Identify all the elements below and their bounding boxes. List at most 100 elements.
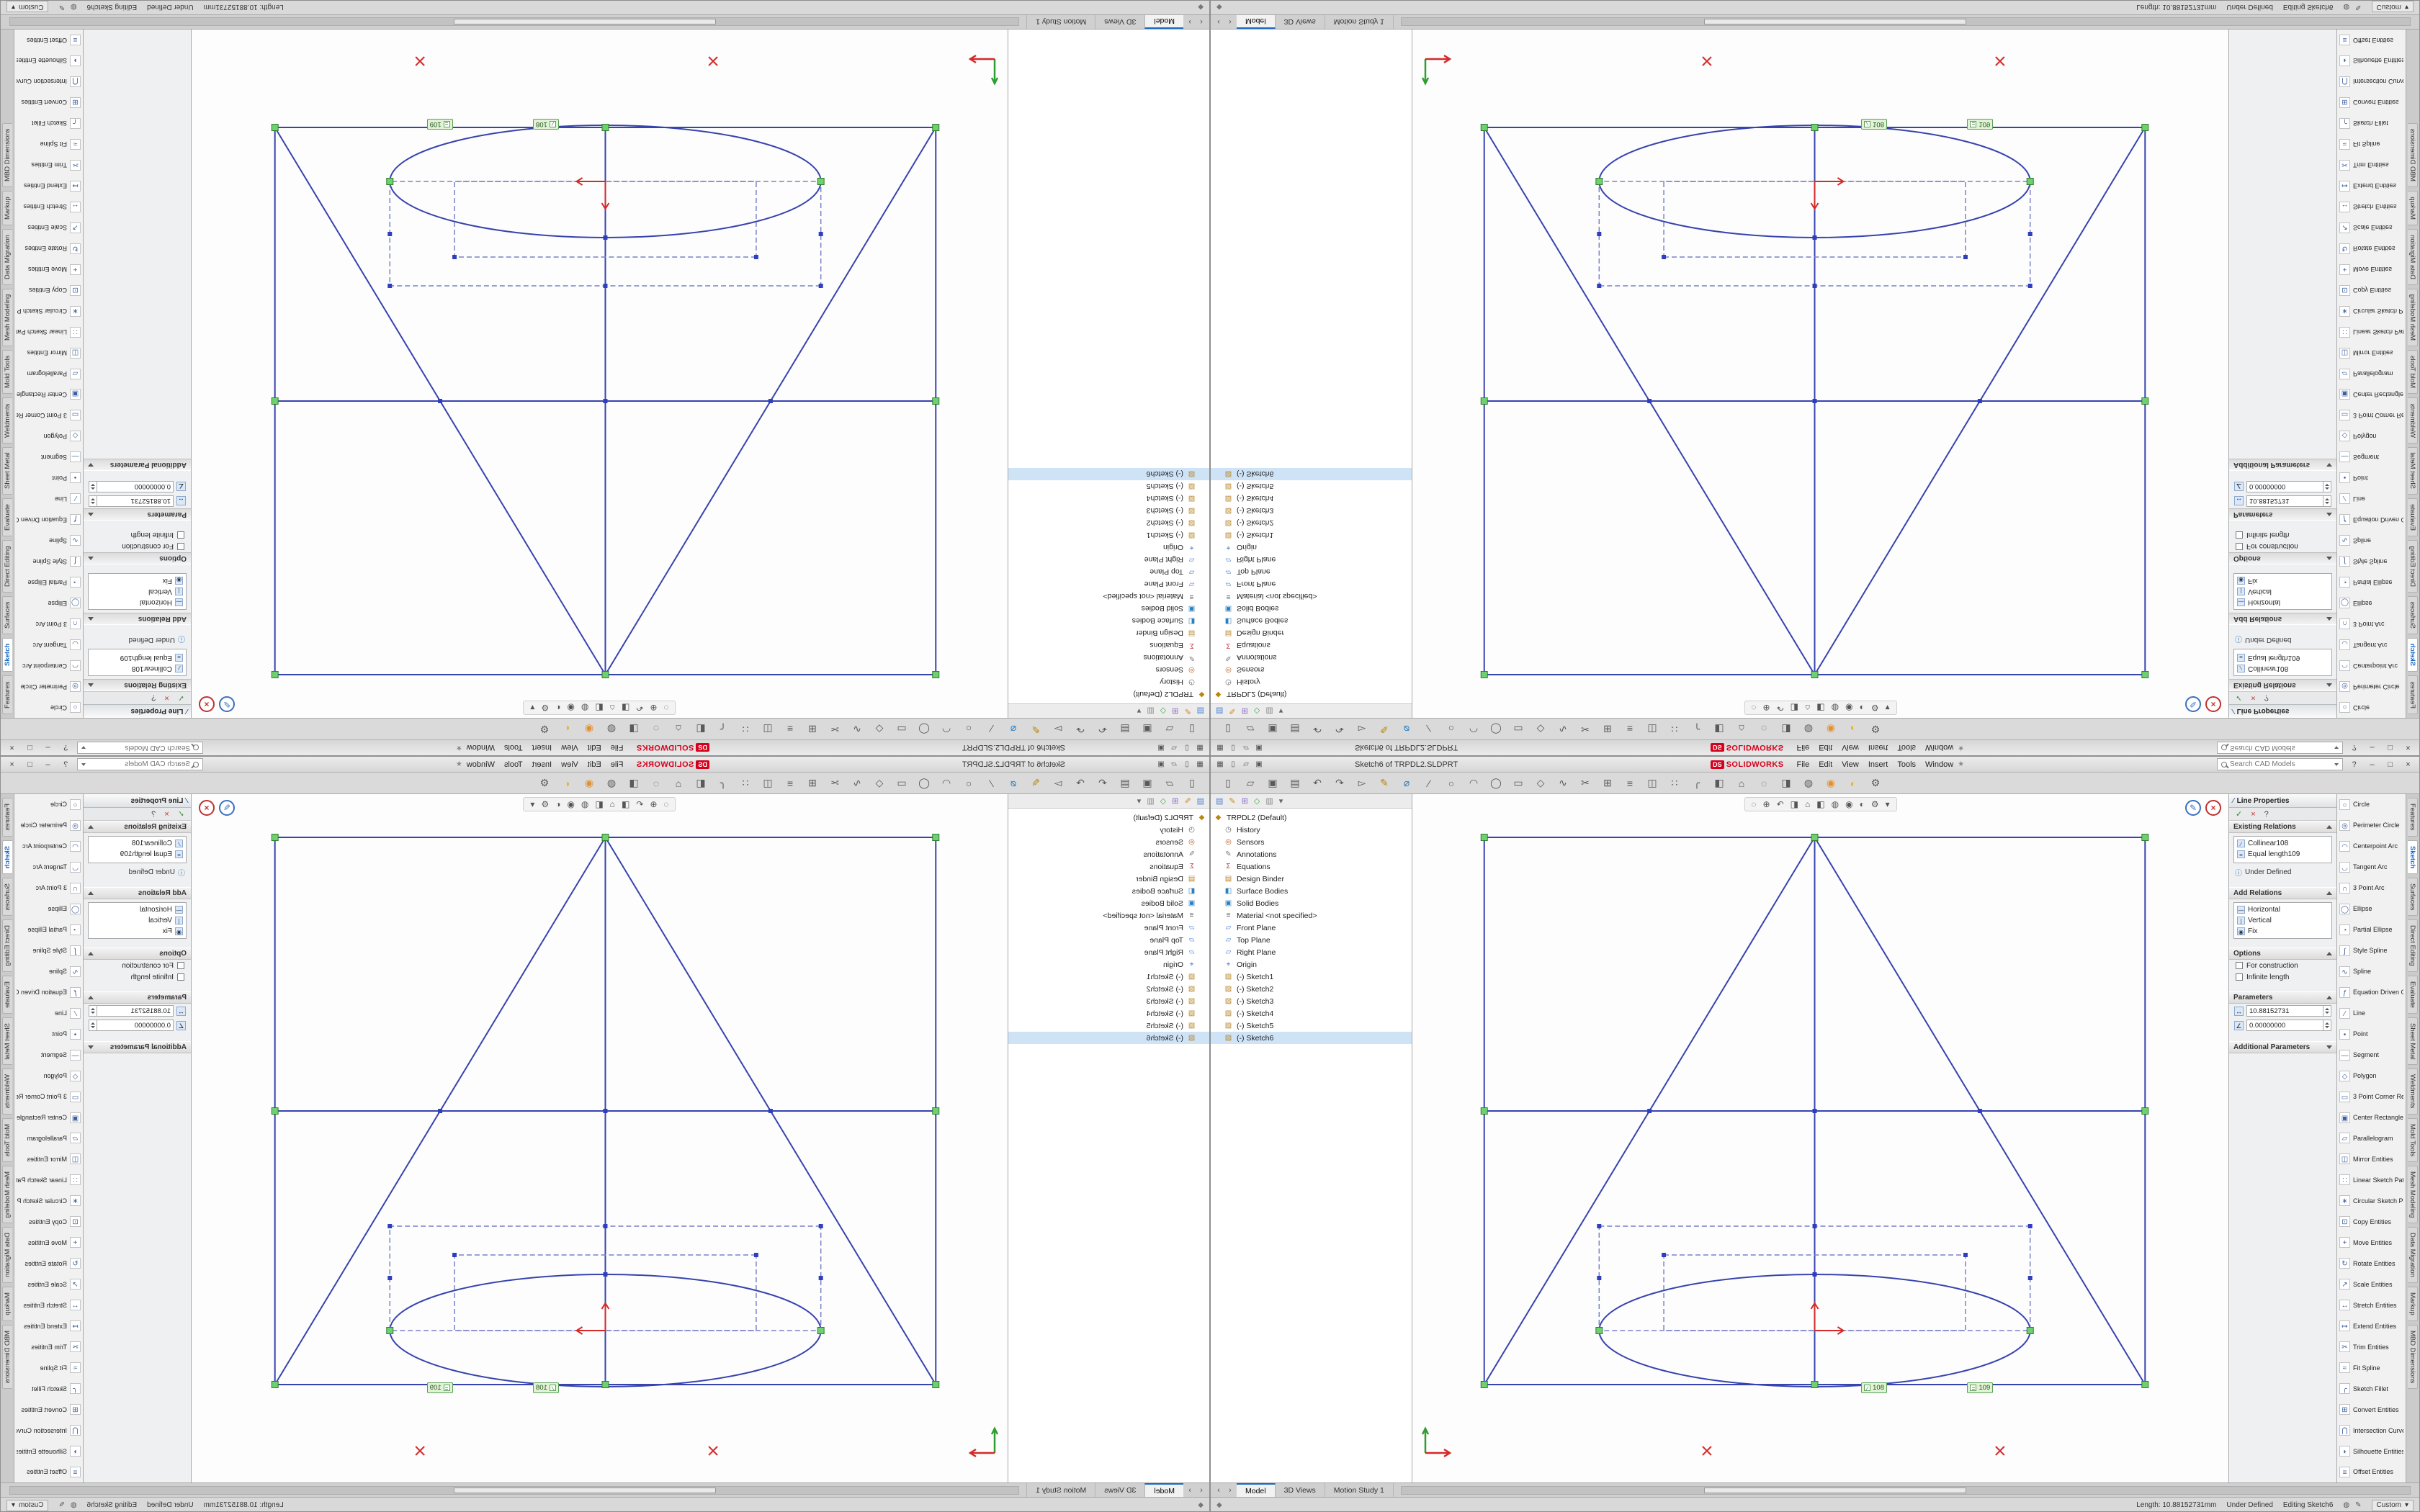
relation-badge[interactable]: ∕ 108 <box>1861 118 1887 130</box>
tab-scroll-left-icon[interactable]: ‹ <box>1200 17 1203 27</box>
command-tab[interactable]: Mesh Modeling <box>2 1165 12 1224</box>
tool-polygon[interactable]: ◇ Polygon <box>14 426 83 446</box>
command-tab[interactable]: Surfaces <box>2408 877 2418 917</box>
relation-entry[interactable]: = Equal length109 <box>2235 652 2331 663</box>
parameter-input[interactable]: 10.88152731 <box>2246 1005 2331 1017</box>
spinner-up-icon[interactable] <box>91 487 95 490</box>
tree-item[interactable]: ▨ (-) Sketch4 <box>1008 1007 1209 1020</box>
cancel-icon[interactable]: × <box>164 809 169 819</box>
document-tab[interactable]: Model <box>1237 15 1276 29</box>
tool-trim-entities[interactable]: ✂ Trim Entities <box>14 1336 83 1357</box>
tree-item[interactable]: ◷ History <box>1008 676 1209 688</box>
undo-icon[interactable]: ↶ <box>1313 777 1322 788</box>
tree-root-part[interactable]: ◆ TRPDL2 (Default) <box>1008 688 1209 701</box>
spinner-control[interactable] <box>89 1020 97 1030</box>
configuration-manager-tab-icon[interactable]: ⊞ <box>1241 797 1248 806</box>
tool-3-point-corner-rectangle[interactable]: ▭ 3 Point Corner Recta... <box>14 1086 83 1107</box>
smart-dimension-icon[interactable]: ⌀ <box>1010 777 1017 788</box>
command-tab[interactable]: Direct Editing <box>2 919 12 972</box>
tool-circle[interactable]: ○ Circle <box>2337 697 2406 718</box>
search-input[interactable] <box>2230 744 2332 752</box>
select-icon[interactable]: ▻ <box>1054 777 1062 788</box>
tool-style-spline[interactable]: ∫ Style Spline <box>2337 940 2406 961</box>
add-relation-item[interactable]: ◉ Fix <box>2235 926 2331 937</box>
tool-line[interactable]: ∕ Line <box>2337 488 2406 509</box>
command-tab[interactable]: Data Migration <box>2 228 12 285</box>
tool-intersection-curve[interactable]: ⋂ Intersection Curve <box>2337 1420 2406 1441</box>
tool-tangent-arc[interactable]: ◡ Tangent Arc <box>2337 634 2406 655</box>
pin-menu-icon[interactable]: ★ <box>1958 744 1965 752</box>
command-tab[interactable]: Markup <box>2 191 12 225</box>
ok-icon[interactable]: ✓ <box>2236 693 2243 702</box>
tool-move-entities[interactable]: + Move Entities <box>14 259 83 280</box>
command-tab[interactable]: Mold Tools <box>2408 350 2418 395</box>
tree-item[interactable]: ▣ Solid Bodies <box>1211 603 1412 615</box>
tool-sketch-fillet[interactable]: ╭ Sketch Fillet <box>14 1378 83 1399</box>
tool-style-spline[interactable]: ∫ Style Spline <box>2337 551 2406 572</box>
spinner-up-icon[interactable] <box>91 1007 95 1010</box>
rectangle-icon[interactable]: ▭ <box>897 724 907 735</box>
section-additional-parameters[interactable]: Additional Parameters <box>84 1041 191 1053</box>
section-view-icon[interactable]: ◨ <box>622 799 630 809</box>
relation-badge[interactable]: ∕ 108 <box>1861 1382 1887 1394</box>
app-menu-icon[interactable]: ▦ <box>1196 760 1204 768</box>
tool-extend-entities[interactable]: ↦ Extend Entities <box>2337 176 2406 197</box>
tool-trim-entities[interactable]: ✂ Trim Entities <box>2337 155 2406 176</box>
open-document-icon[interactable]: ▱ <box>1243 744 1249 752</box>
tool-partial-ellipse[interactable]: ◔ Partial Ellipse <box>2337 572 2406 593</box>
tree-item[interactable]: ⌖ Origin <box>1008 958 1209 971</box>
tab-scroll-right-icon[interactable]: › <box>1229 17 1232 27</box>
tree-root-part[interactable]: ◆ TRPDL2 (Default) <box>1211 811 1412 824</box>
spinner-control[interactable] <box>2323 496 2331 506</box>
configuration-manager-tab-icon[interactable]: ⊞ <box>1241 706 1248 715</box>
save-icon[interactable]: ▣ <box>1255 760 1263 768</box>
menu-item[interactable]: Edit <box>1819 760 1833 769</box>
parameter-input[interactable]: 0.00000000 <box>89 481 174 492</box>
tool-silhouette-entities[interactable]: ◗ Silhouette Entities <box>14 50 83 71</box>
display-manager-tab-icon[interactable]: ▥ <box>1265 706 1273 715</box>
section-view-icon[interactable]: ◨ <box>622 703 630 713</box>
new-document-icon[interactable]: ▯ <box>1189 777 1195 788</box>
display-manager-tab-icon[interactable]: ▥ <box>1265 797 1273 806</box>
section-options[interactable]: Options <box>84 948 191 960</box>
tool-fit-spline[interactable]: ≈ Fit Spline <box>2337 134 2406 155</box>
print-icon[interactable]: ▤ <box>1290 724 1300 735</box>
command-tab[interactable]: Data Migration <box>2 1227 12 1284</box>
mirror-entities-icon[interactable]: ◫ <box>1647 777 1657 788</box>
search-input[interactable] <box>88 744 190 752</box>
tool-fit-spline[interactable]: ≈ Fit Spline <box>14 134 83 155</box>
new-document-icon[interactable]: ▯ <box>1225 777 1231 788</box>
parameter-input[interactable]: 0.00000000 <box>2246 481 2331 492</box>
tool-move-entities[interactable]: + Move Entities <box>2337 259 2406 280</box>
new-document-icon[interactable]: ▯ <box>1189 724 1195 735</box>
tool-linear-sketch-pattern[interactable]: ∷ Linear Sketch Pattern <box>14 322 83 343</box>
options-icon[interactable]: ⚙ <box>1870 777 1881 788</box>
view-orientation-icon[interactable]: ⌂ <box>675 777 682 789</box>
relation-badge[interactable]: = 109 <box>1967 118 1994 130</box>
tool-polygon[interactable]: ◇ Polygon <box>2337 426 2406 446</box>
help-icon[interactable]: ? <box>2264 809 2269 819</box>
app-menu-icon[interactable]: ▦ <box>1216 744 1224 752</box>
tool-scale-entities[interactable]: ↗ Scale Entities <box>2337 1274 2406 1295</box>
tree-item[interactable]: ▱ Right Plane <box>1211 554 1412 566</box>
open-document-icon[interactable]: ▱ <box>1165 724 1174 735</box>
new-document-icon[interactable]: ▯ <box>1185 760 1189 768</box>
exit-sketch-icon[interactable]: ✎ <box>219 800 235 816</box>
tree-item[interactable]: ▨ (-) Sketch4 <box>1211 492 1412 505</box>
appearance-icon[interactable]: ◉ <box>1826 724 1836 735</box>
edit-appearance-icon[interactable]: ◉ <box>567 703 575 713</box>
section-view-icon[interactable]: ◨ <box>1790 703 1798 713</box>
tree-item[interactable]: ▨ (-) Sketch2 <box>1008 983 1209 995</box>
tree-item[interactable]: ▤ Design Binder <box>1008 873 1209 885</box>
view-orientation-icon[interactable]: ⌂ <box>675 723 682 735</box>
view-orientation-icon[interactable]: ⌂ <box>1805 799 1811 809</box>
app-menu-icon[interactable]: ▦ <box>1216 760 1224 768</box>
tool-extend-entities[interactable]: ↦ Extend Entities <box>14 1315 83 1336</box>
spinner-down-icon[interactable] <box>91 483 95 486</box>
tree-item[interactable]: ▱ Top Plane <box>1008 566 1209 578</box>
tree-item[interactable]: ◧ Surface Bodies <box>1008 885 1209 897</box>
tab-scroll-right-icon[interactable]: › <box>1188 1485 1191 1495</box>
tool-circular-sketch-pattern[interactable]: ∗ Circular Sketch Patte... <box>2337 301 2406 322</box>
command-tab[interactable]: Data Migration <box>2408 1227 2418 1284</box>
tool-center-rectangle[interactable]: ▣ Center Rectangle <box>2337 384 2406 405</box>
